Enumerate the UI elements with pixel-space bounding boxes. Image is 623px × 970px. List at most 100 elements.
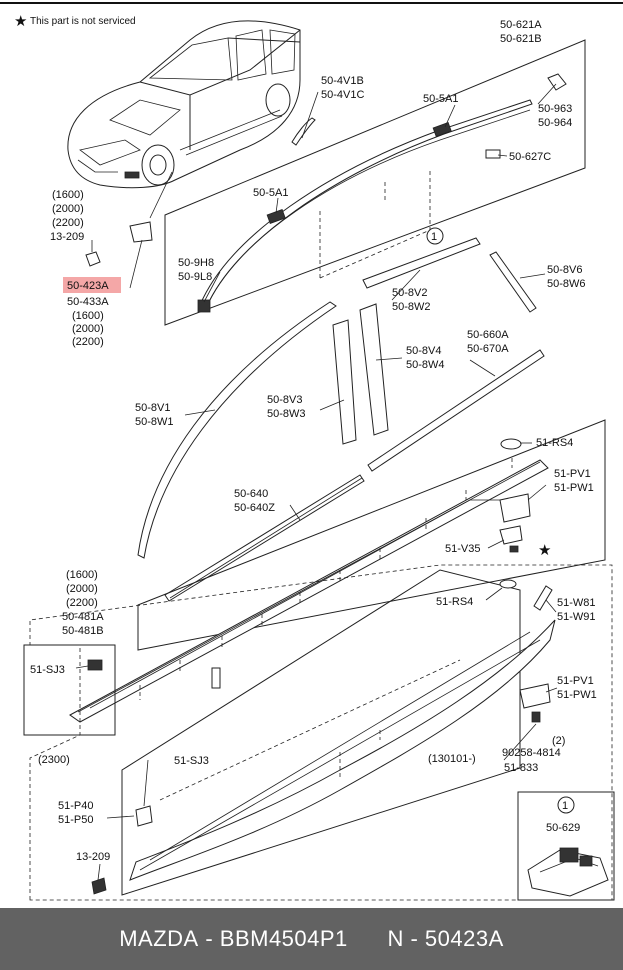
ref-1-inset: 1	[562, 800, 568, 812]
label-51-pv1-b: 51-PV1	[557, 675, 594, 687]
label-50-621a: 50-621A	[500, 19, 542, 31]
label-2000-c: (2000)	[66, 583, 98, 595]
parts-diagram: ★ This part is not serviced 1	[0, 2, 623, 901]
label-50-9h8: 50-9H8	[178, 257, 214, 269]
label-50-433a: 50-433A	[67, 296, 109, 308]
label-51-p40: 51-P40	[58, 800, 93, 812]
label-50-8v2: 50-8V2	[392, 287, 427, 299]
label-51-rs4-b: 51-RS4	[436, 596, 473, 608]
label-50-5a1-top: 50-5A1	[423, 93, 458, 105]
label-51-pv1-a: 51-PV1	[554, 468, 591, 480]
label-50-5a1-mid: 50-5A1	[253, 187, 288, 199]
label-51-v35: 51-V35	[445, 543, 480, 555]
label-51-833: 51-833	[504, 762, 538, 774]
part-51w81	[533, 585, 553, 611]
screw-90258	[531, 711, 541, 723]
label-2000-a: (2000)	[52, 203, 84, 215]
label-51-p50: 51-P50	[58, 814, 93, 826]
label-50-964: 50-964	[538, 117, 572, 129]
bolt-13209-top	[85, 251, 101, 267]
label-1600-b: (1600)	[72, 310, 104, 322]
label-51-sj3-b: 51-SJ3	[174, 755, 209, 767]
lower-frame	[121, 569, 521, 896]
bracket-50423a	[129, 221, 153, 243]
label-50-629: 50-629	[546, 822, 580, 834]
label-130101: (130101-)	[428, 753, 476, 765]
label-2200-b: (2200)	[72, 336, 104, 348]
label-2000-b: (2000)	[72, 323, 104, 335]
clip-51p40	[135, 805, 153, 827]
footer-brand: MAZDA	[119, 926, 199, 951]
label-50-481b: 50-481B	[62, 625, 104, 637]
label-13-209-b: 13-209	[76, 851, 110, 863]
label-50-640z: 50-640Z	[234, 502, 275, 514]
star-icon: ★	[14, 13, 27, 30]
label-50-8v3: 50-8V3	[267, 394, 302, 406]
label-2300: (2300)	[38, 754, 70, 766]
label-50-8w6: 50-8W6	[547, 278, 586, 290]
side-step-panel	[129, 619, 556, 881]
car-illustration	[67, 20, 301, 189]
label-51-w91: 51-W91	[557, 611, 596, 623]
bracket-51v35	[499, 525, 523, 545]
label-50-8v1: 50-8V1	[135, 402, 170, 414]
clip-51sj3-box	[87, 659, 103, 671]
part-504v1	[291, 117, 316, 146]
sj3-box	[23, 644, 116, 736]
clip-50963	[547, 73, 567, 91]
label-51-w81: 51-W81	[557, 597, 596, 609]
label-50-481a: 50-481A	[62, 611, 104, 623]
label-50-4v1b: 50-4V1B	[321, 75, 364, 87]
label-50-621b: 50-621B	[500, 33, 542, 45]
ref-1-roof: 1	[431, 231, 437, 243]
label-50-8w1: 50-8W1	[135, 416, 174, 428]
part-info-footer: MAZDA - BBM4504P1 N - 50423A	[0, 908, 623, 970]
roof-frame	[164, 39, 586, 326]
clip-505a1-mid	[266, 208, 286, 224]
label-50-8w3: 50-8W3	[267, 408, 306, 420]
label-51-sj3-a: 51-SJ3	[30, 664, 65, 676]
star-icon-51v35: ★	[538, 542, 551, 559]
part-508v2	[362, 237, 481, 289]
bracket-51pv1-lower	[519, 683, 551, 709]
label-51-pw1-b: 51-PW1	[557, 689, 597, 701]
label-50-627c: 50-627C	[509, 151, 551, 163]
label-2200-c: (2200)	[66, 597, 98, 609]
label-50-4v1c: 50-4V1C	[321, 89, 364, 101]
label-50-670a: 50-670A	[467, 343, 509, 355]
fastener-center	[211, 667, 221, 689]
part-508v1	[137, 301, 337, 559]
clip-509h8	[197, 299, 211, 313]
label-90258-4814: 90258-4814	[502, 747, 561, 759]
clip-51rs4-top	[500, 438, 522, 450]
label-1600-a: (1600)	[52, 189, 84, 201]
label-2200-a: (2200)	[52, 217, 84, 229]
ref-circle-1-roof	[426, 227, 444, 245]
label-50-9l8: 50-9L8	[178, 271, 212, 283]
lower-2300-frame	[29, 564, 613, 901]
highlight-50-423a	[63, 277, 121, 293]
footer-ref-number: N - 50423A	[387, 926, 504, 951]
label-50-8w4: 50-8W4	[406, 359, 445, 371]
detail-inset-50629: 1	[517, 791, 615, 901]
label-50-423a: 50-423A	[67, 280, 109, 292]
label-50-963: 50-963	[538, 103, 572, 115]
clip-505a1-top	[432, 121, 452, 137]
bolt-13209-lower	[91, 877, 107, 895]
label-50-8w2: 50-8W2	[392, 301, 431, 313]
not-serviced-note: This part is not serviced	[30, 16, 136, 27]
part-508v4	[359, 303, 389, 436]
part-508v6	[489, 251, 537, 313]
footer-part-number: BBM4504P1	[219, 926, 348, 951]
side-step-frame	[137, 419, 606, 651]
side-sill-rail	[69, 459, 549, 723]
bracket-51pv1-top	[499, 493, 531, 523]
label-50-8v4: 50-8V4	[406, 345, 441, 357]
label-50-660a: 50-660A	[467, 329, 509, 341]
label-2: (2)	[552, 735, 565, 747]
part-50640	[164, 474, 365, 602]
part-508v3	[332, 319, 357, 445]
clip-51rs4-lower	[499, 579, 517, 589]
label-13-209-a: 13-209	[50, 231, 84, 243]
label-50-8v6: 50-8V6	[547, 264, 582, 276]
